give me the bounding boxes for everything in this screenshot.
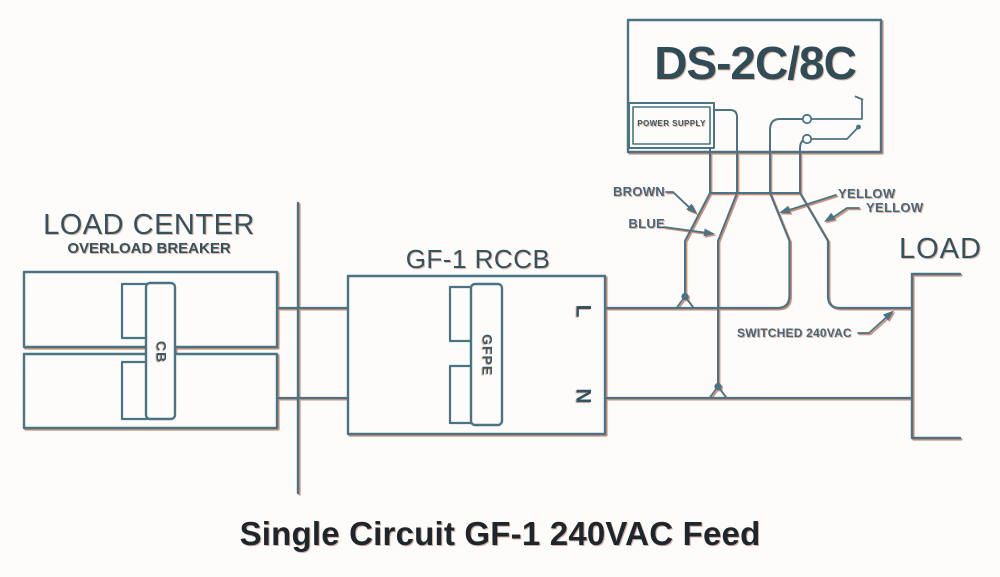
cb-breaker-label: CB bbox=[153, 340, 170, 364]
gfpe-breaker-label: GFPE bbox=[479, 333, 496, 377]
load-center-title: LOAD CENTER bbox=[43, 209, 255, 241]
load-center-subtitle: OVERLOAD BREAKER bbox=[67, 240, 231, 257]
load-label: LOAD bbox=[899, 233, 982, 265]
wire-label-yellow-top: YELLOW bbox=[838, 186, 896, 201]
controller-title: DS-2C/8C bbox=[654, 37, 857, 89]
power-supply-label: POWER SUPPLY bbox=[637, 119, 706, 128]
diagram-caption: Single Circuit GF-1 240VAC Feed bbox=[239, 515, 761, 552]
rccb-title: GF-1 RCCB bbox=[405, 244, 551, 274]
line-terminal-label: L bbox=[571, 304, 595, 318]
switched-voltage-label: SWITCHED 240VAC bbox=[737, 326, 852, 340]
wire-label-blue: BLUE bbox=[628, 216, 665, 231]
wire-label-brown: BROWN bbox=[612, 184, 665, 199]
wire-label-yellow-bottom: YELLOW bbox=[866, 200, 924, 215]
neutral-terminal-label: N bbox=[571, 388, 595, 404]
